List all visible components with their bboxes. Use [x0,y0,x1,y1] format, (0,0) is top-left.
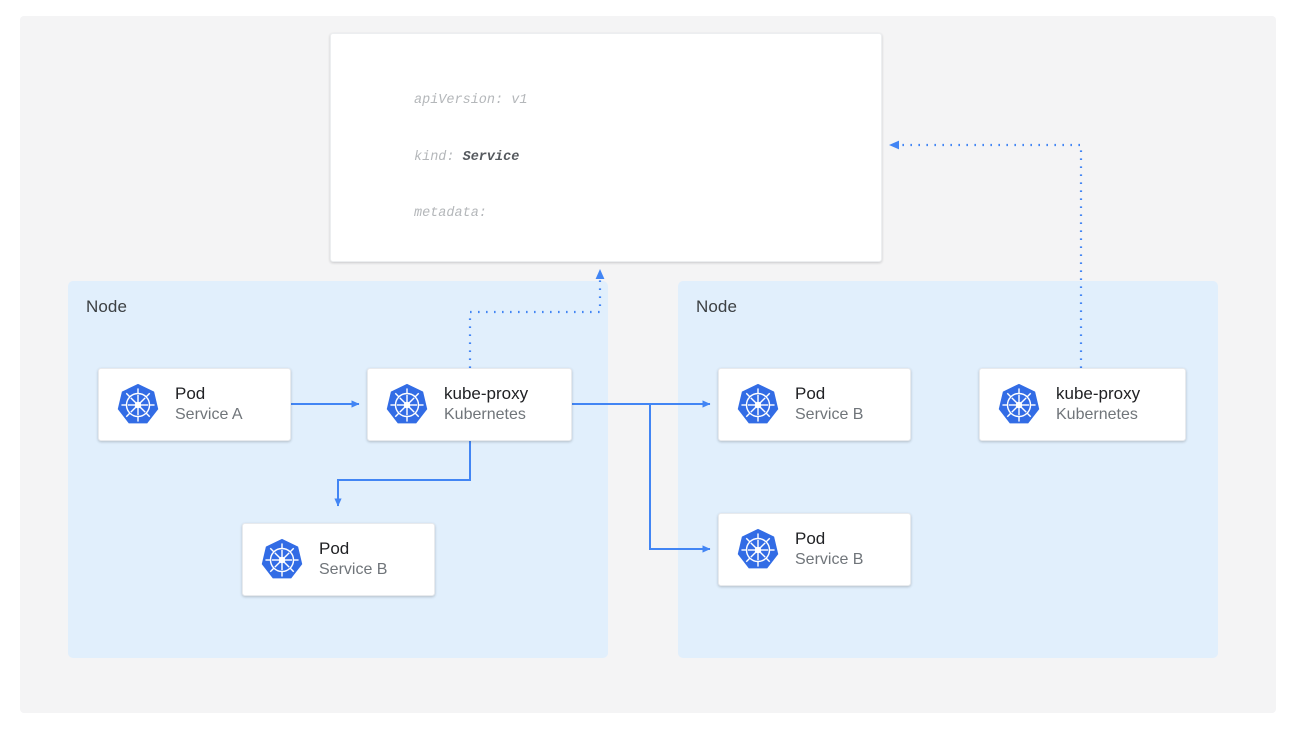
card-text: Pod Service B [795,383,863,425]
card-text: kube-proxy Kubernetes [444,383,528,425]
kubernetes-icon [384,382,430,428]
card-title: kube-proxy [444,384,529,404]
node-label-right: Node [696,297,738,316]
card-pod-service-b-top[interactable]: Pod Service B [718,368,911,441]
kubernetes-icon [735,382,781,428]
card-title: Pod [795,384,826,404]
kubernetes-icon [735,527,781,573]
card-text: Pod Service A [175,383,243,425]
card-text: Pod Service B [795,528,863,570]
service-manifest-box: apiVersion: v1 kind: Service metadata: n… [330,33,882,262]
yaml-line-text: kind: [414,149,463,165]
service-manifest-code: apiVersion: v1 kind: Service metadata: n… [414,54,746,261]
yaml-line: apiVersion: v1 [414,92,528,108]
card-pod-service-b-left[interactable]: Pod Service B [242,523,435,596]
kubernetes-icon [996,382,1042,428]
card-pod-service-b-bottom[interactable]: Pod Service B [718,513,911,586]
card-subtitle: Kubernetes [444,406,526,424]
kubernetes-icon [259,537,305,583]
yaml-line: metadata: [414,206,487,222]
node-label-left: Node [86,297,128,316]
card-kube-proxy-right[interactable]: kube-proxy Kubernetes [979,368,1186,441]
node-panel-left [68,281,608,658]
kubernetes-icon [115,382,161,428]
node-panel-right [678,281,1218,658]
card-pod-service-a[interactable]: Pod Service A [98,368,291,441]
card-title: Pod [795,529,826,549]
card-title: kube-proxy [1056,384,1141,404]
yaml-line: kind: Service [414,149,746,168]
yaml-line-keyword: Service [462,149,520,165]
card-subtitle: Service B [319,561,388,579]
card-subtitle: Kubernetes [1056,406,1138,424]
card-subtitle: Service B [795,406,864,424]
card-subtitle: Service B [795,551,864,569]
card-kube-proxy-left[interactable]: kube-proxy Kubernetes [367,368,572,441]
card-title: Pod [175,384,206,404]
card-text: Pod Service B [319,538,387,580]
card-title: Pod [319,539,350,559]
card-subtitle: Service A [175,406,243,424]
card-text: kube-proxy Kubernetes [1056,383,1140,425]
